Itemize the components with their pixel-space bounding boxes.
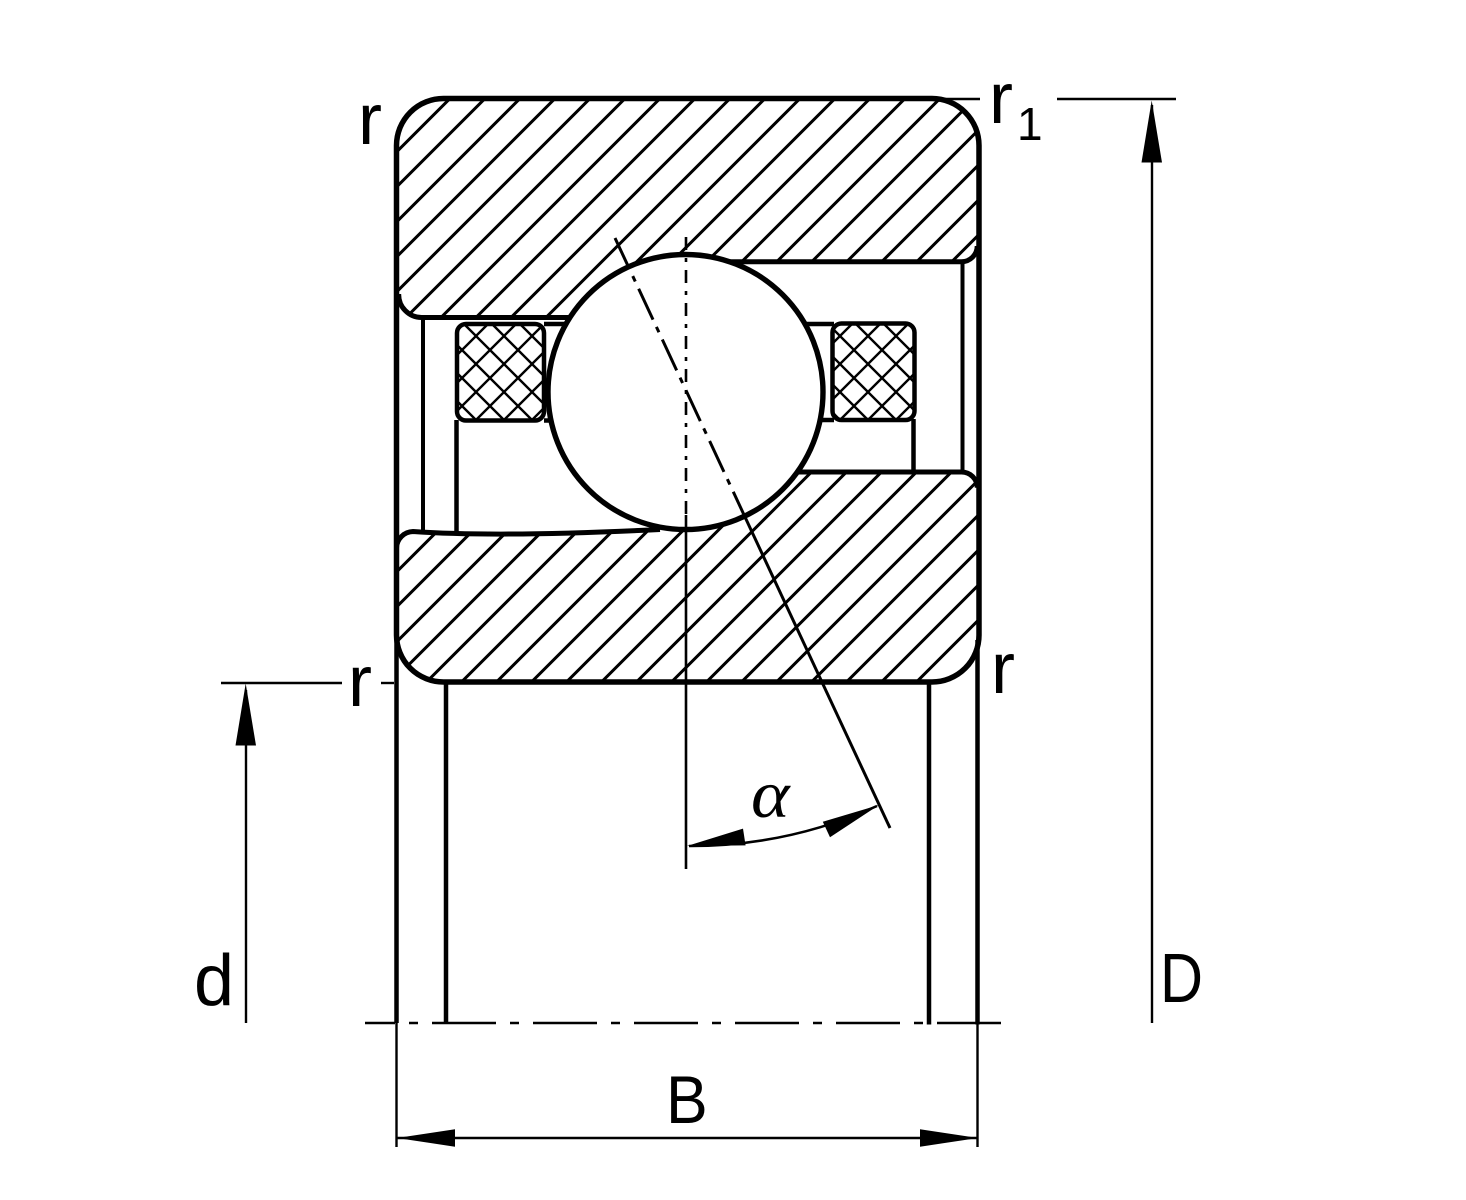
- svg-text:r: r: [358, 80, 382, 160]
- svg-text:D: D: [1160, 938, 1203, 1017]
- svg-text:1: 1: [1017, 98, 1043, 150]
- svg-text:d: d: [194, 941, 234, 1021]
- svg-text:B: B: [666, 1062, 708, 1138]
- svg-text:r: r: [989, 59, 1013, 139]
- svg-text:r: r: [348, 642, 372, 722]
- svg-text:r: r: [991, 629, 1015, 709]
- svg-text:α: α: [751, 757, 791, 832]
